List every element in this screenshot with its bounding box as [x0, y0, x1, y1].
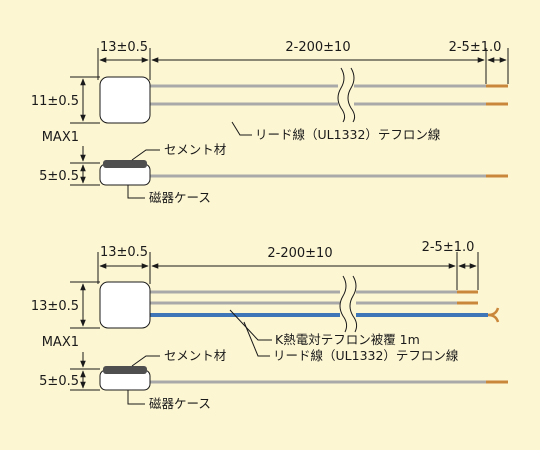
bottom-diagram: 13±0.5 2-200±10 2-5±1.0 13±0.5 MAX1 5±0.… — [31, 240, 508, 411]
top-diagram: 13±0.5 2-200±10 2-5±1.0 11±0.5 MAX1 5±0.… — [31, 40, 509, 205]
top-cement-layer — [103, 160, 147, 168]
bottom-height-label: 13±0.5 — [31, 299, 79, 314]
top-max-label: MAX1 — [42, 130, 79, 145]
top-height-label: 11±0.5 — [31, 94, 79, 109]
top-thickness-label: 5±0.5 — [39, 169, 79, 184]
top-break-mark — [337, 67, 356, 123]
bottom-case-label: 磁器ケース — [149, 396, 211, 411]
top-strip-label: 2-5±1.0 — [449, 40, 502, 55]
bottom-strip-label: 2-5±1.0 — [422, 240, 475, 255]
bottom-cement-label: セメント材 — [164, 348, 226, 363]
bottom-length-label: 2-200±10 — [267, 246, 332, 261]
bottom-lead-wire-label: リード線（UL1332）テフロン線 — [273, 348, 459, 363]
top-width-label: 13±0.5 — [100, 40, 148, 55]
top-case-label: 磁器ケース — [149, 190, 211, 205]
top-lead-wire-label: リード線（UL1332）テフロン線 — [255, 127, 441, 142]
bottom-thermocouple-fork — [487, 307, 500, 323]
bottom-max-label: MAX1 — [42, 335, 79, 350]
bottom-ceramic-body-front — [99, 281, 151, 329]
top-cement-label: セメント材 — [164, 142, 226, 157]
bottom-width-label: 13±0.5 — [100, 245, 148, 260]
bottom-break-mark — [339, 275, 358, 333]
top-ceramic-body-front — [99, 76, 151, 124]
bottom-cement-layer — [103, 366, 147, 374]
bottom-thermocouple-label: K熱電対テフロン被覆 1m — [275, 332, 420, 347]
bottom-thickness-label: 5±0.5 — [39, 374, 79, 389]
top-length-label: 2-200±10 — [285, 40, 350, 55]
